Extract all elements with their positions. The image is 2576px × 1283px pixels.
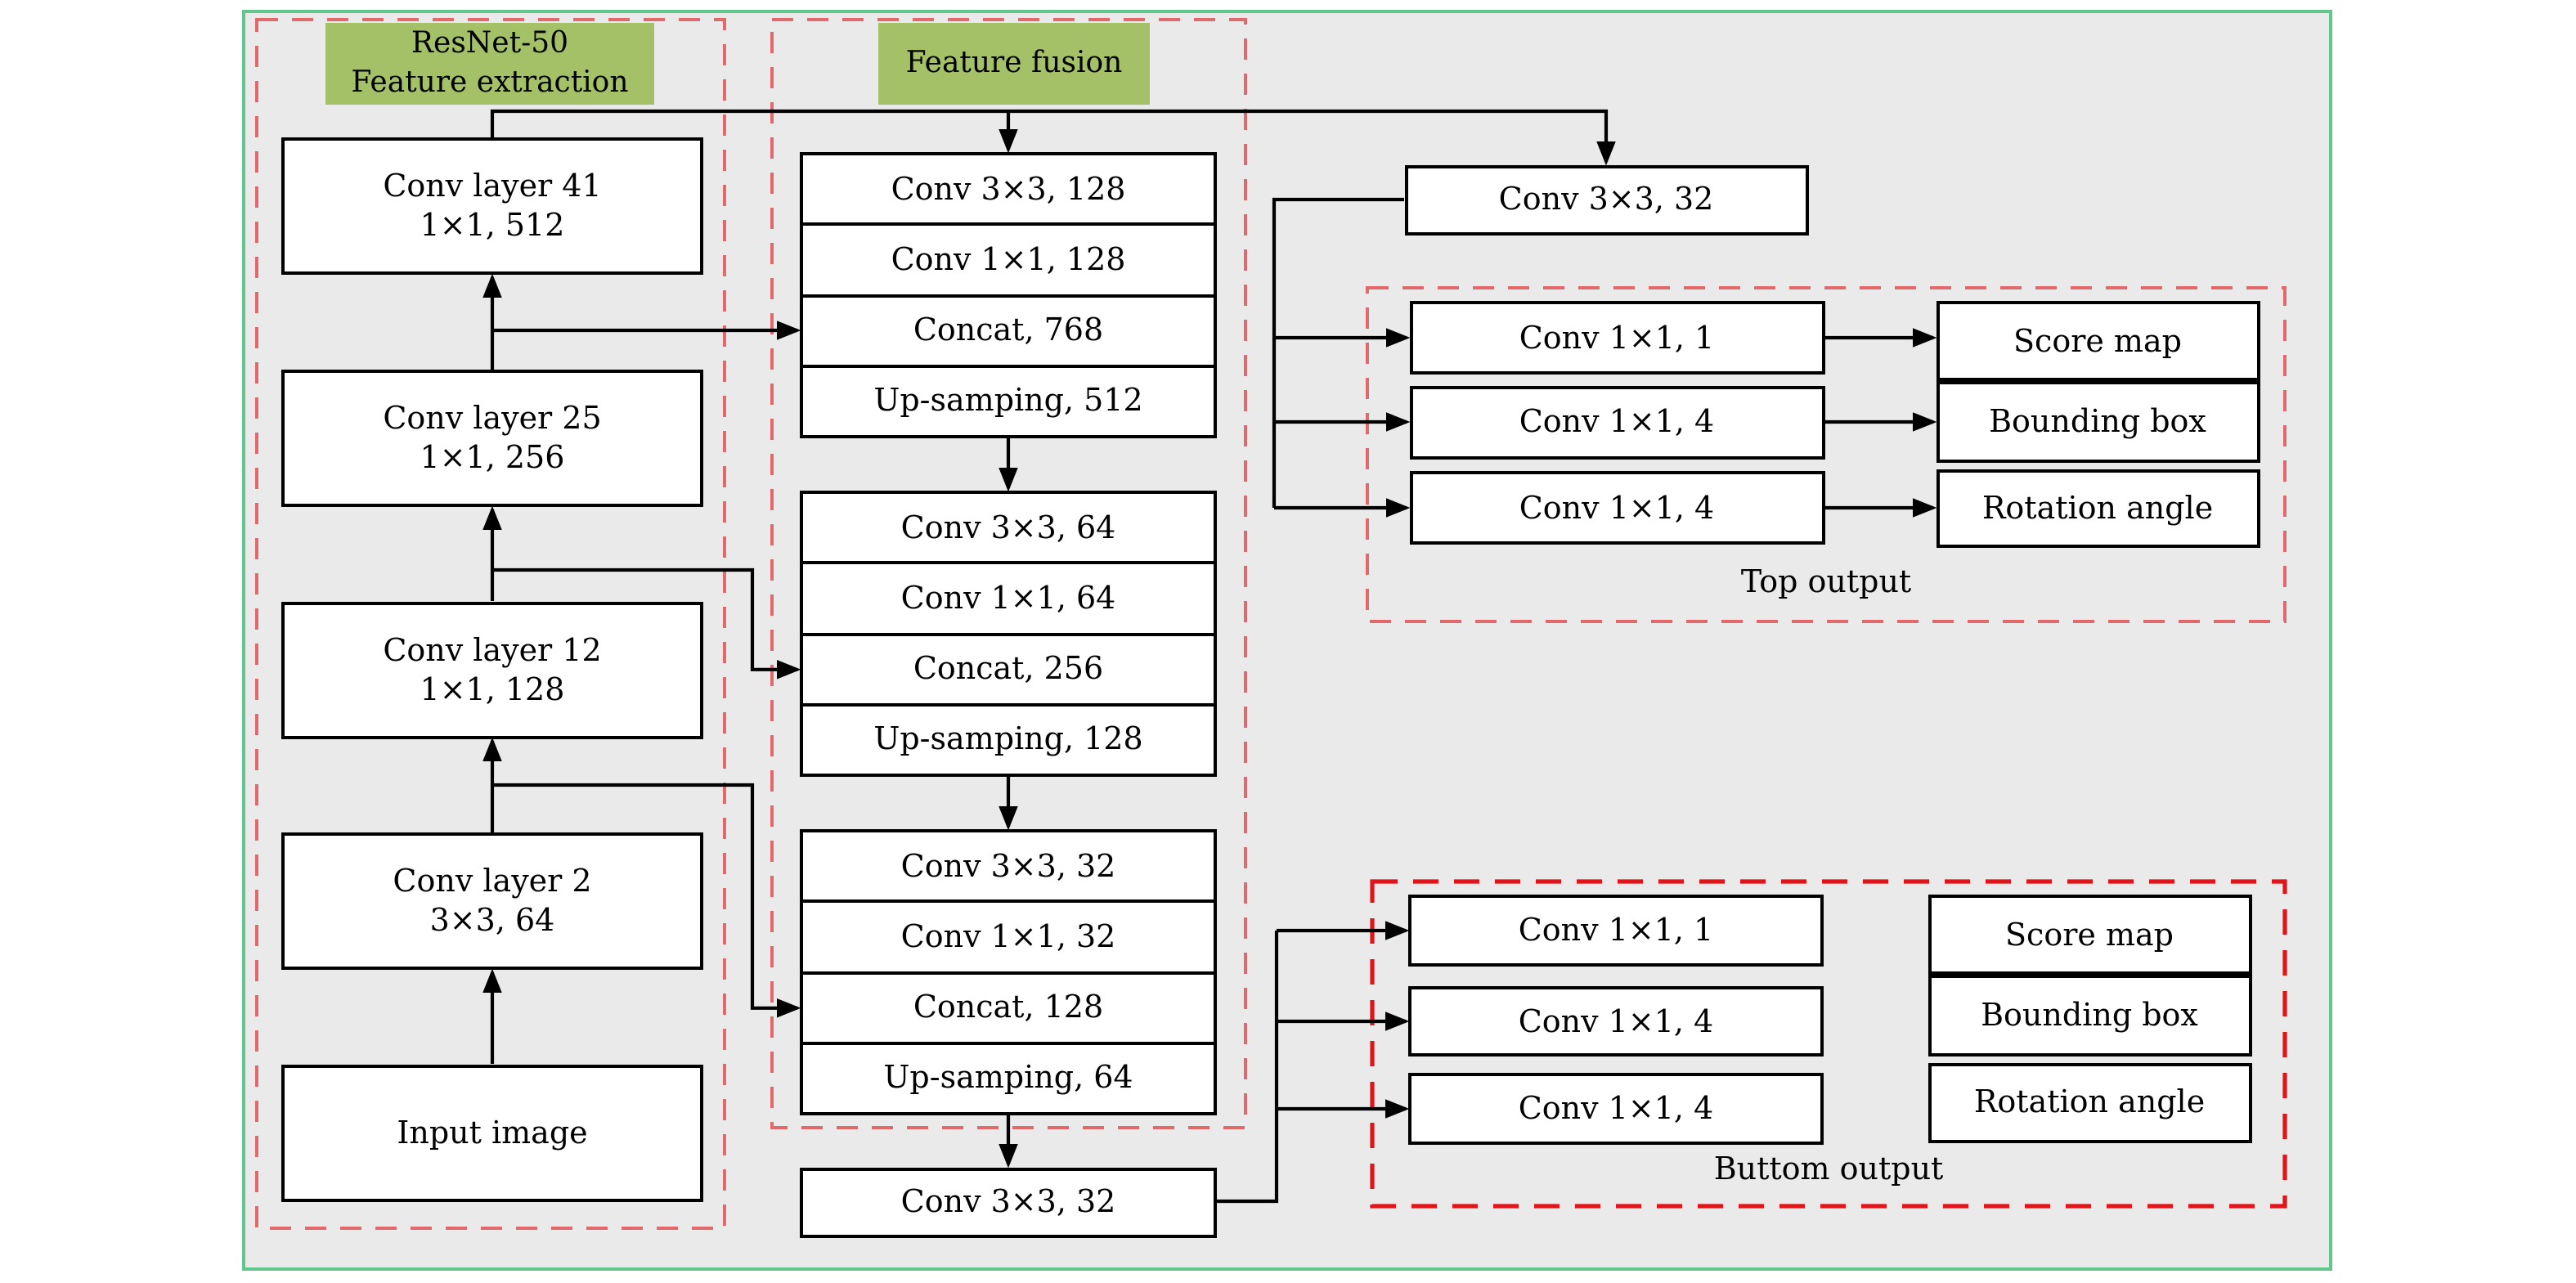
bottom-output-rotation-angle-box: Rotation angle (1928, 1062, 2251, 1143)
backbone-conv-layer-2-box: Conv layer 2 3×3, 64 (281, 832, 703, 970)
fusion-stage1-row-conv1x1: Conv 1×1, 128 (803, 222, 1214, 294)
feature-extraction-label: ResNet-50 Feature extraction (325, 23, 654, 104)
feature-fusion-label: Feature fusion (878, 23, 1150, 104)
fusion-stage2-row-upsampling: Up-samping, 128 (803, 702, 1214, 774)
backbone-input-image-box: Input image (281, 1064, 703, 1201)
feature-extraction-label-line2: Feature extraction (351, 65, 629, 100)
backbone-conv-layer-2-title: Conv layer 2 (393, 864, 592, 899)
top-output-caption: Top output (1740, 564, 1912, 600)
bottom-output-score-map-box: Score map (1928, 895, 2251, 975)
top-output-rotation-angle-box: Rotation angle (1936, 469, 2260, 548)
fusion-stage1-row-upsampling: Up-samping, 512 (803, 364, 1214, 436)
fusion-stage2-row-concat: Concat, 256 (803, 632, 1214, 703)
backbone-conv-layer-41-spec: 1×1, 512 (420, 208, 565, 244)
feature-extraction-label-line1: ResNet-50 (411, 25, 569, 61)
bottom-output-bounding-box-box: Bounding box (1928, 975, 2251, 1056)
top-output-score-map-box: Score map (1936, 301, 2260, 381)
backbone-conv-layer-2-spec: 3×3, 64 (429, 903, 555, 939)
fusion-stage2-row-conv1x1: Conv 1×1, 64 (803, 561, 1214, 633)
fusion-stage3-stack: Conv 3×3, 32 Conv 1×1, 32 Concat, 128 Up… (800, 829, 1217, 1115)
fusion-stage1-row-concat: Concat, 768 (803, 294, 1214, 365)
backbone-conv-layer-25-title: Conv layer 25 (383, 401, 602, 437)
fusion-stage1-row-conv3x3: Conv 3×3, 128 (891, 171, 1126, 208)
fusion-stage3-row-conv3x3: Conv 3×3, 32 (900, 848, 1116, 885)
backbone-conv-layer-12-title: Conv layer 12 (383, 632, 602, 668)
bottom-head-angle-conv-box: Conv 1×1, 4 (1408, 1073, 1824, 1145)
backbone-conv-layer-25-box: Conv layer 25 1×1, 256 (281, 370, 703, 507)
backbone-conv-layer-41-box: Conv layer 41 1×1, 512 (281, 137, 703, 275)
bottom-head-score-conv-box: Conv 1×1, 1 (1408, 895, 1824, 967)
bottom-head-bbox-conv-box: Conv 1×1, 4 (1408, 985, 1824, 1057)
fusion-stage3-row-conv1x1: Conv 1×1, 32 (803, 899, 1214, 971)
fusion-stage3-row-upsampling: Up-samping, 64 (803, 1041, 1214, 1113)
top-output-bounding-box-box: Bounding box (1936, 381, 2260, 463)
fusion-stage2-row-conv3x3: Conv 3×3, 64 (900, 509, 1116, 546)
backbone-conv-layer-12-spec: 1×1, 128 (420, 671, 565, 707)
top-head-score-conv-box: Conv 1×1, 1 (1409, 301, 1824, 375)
fusion-stage3-row-concat: Concat, 128 (803, 971, 1214, 1042)
fusion-stage2-stack: Conv 3×3, 64 Conv 1×1, 64 Concat, 256 Up… (800, 491, 1217, 777)
backbone-conv-layer-12-box: Conv layer 12 1×1, 128 (281, 601, 703, 738)
backbone-input-image-label: Input image (397, 1115, 588, 1151)
top-merge-conv-box: Conv 3×3, 32 (1404, 164, 1808, 236)
fusion-stage1-stack: Conv 3×3, 128 Conv 1×1, 128 Concat, 768 … (800, 152, 1217, 438)
backbone-conv-layer-25-spec: 1×1, 256 (420, 440, 565, 476)
top-head-angle-conv-box: Conv 1×1, 4 (1409, 471, 1824, 545)
fusion-output-conv-box: Conv 3×3, 32 (800, 1167, 1217, 1237)
top-head-bbox-conv-box: Conv 1×1, 4 (1409, 385, 1824, 459)
bottom-output-caption: Buttom output (1713, 1151, 1944, 1187)
backbone-conv-layer-41-title: Conv layer 41 (383, 168, 602, 204)
